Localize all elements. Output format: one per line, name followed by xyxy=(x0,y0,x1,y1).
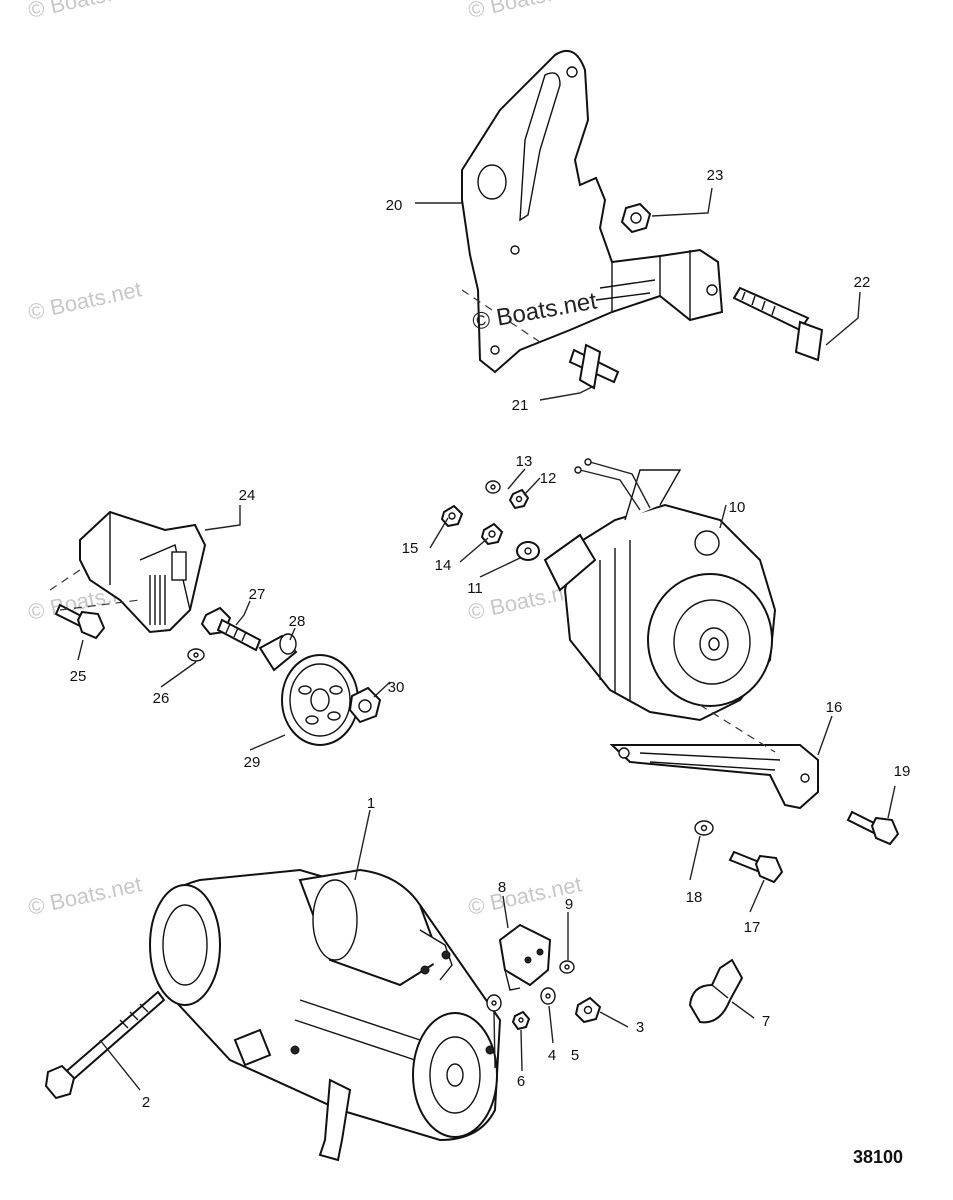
starter-bolt xyxy=(44,990,166,1100)
watermark: © Boats.net xyxy=(26,276,144,324)
leader-lines xyxy=(77,187,896,1091)
mounting-bracket xyxy=(461,50,724,374)
callout-5: 5 xyxy=(571,1047,579,1064)
callout-1: 1 xyxy=(367,795,375,812)
pulley-nut xyxy=(348,686,382,724)
terminal-boot xyxy=(688,958,744,1024)
callout-15: 15 xyxy=(402,540,419,557)
pulley-stud xyxy=(200,606,262,652)
washer xyxy=(694,820,714,836)
alternator xyxy=(543,458,777,722)
callout-29: 29 xyxy=(244,754,261,771)
callout-11: 11 xyxy=(467,580,483,597)
washer xyxy=(540,987,556,1005)
washer xyxy=(516,541,540,561)
callout-13: 13 xyxy=(516,453,533,470)
callout-12: 12 xyxy=(540,470,557,487)
washer xyxy=(485,480,501,494)
callout-16: 16 xyxy=(826,699,843,716)
nut xyxy=(508,488,530,510)
adjusting-strap xyxy=(609,744,819,810)
washer xyxy=(187,648,205,662)
stud xyxy=(568,343,620,390)
callout-22: 22 xyxy=(854,274,871,291)
bolt xyxy=(846,810,900,846)
bolt xyxy=(728,850,784,884)
callout-26: 26 xyxy=(153,690,170,707)
watermark: © Boats.net xyxy=(26,0,144,23)
nut xyxy=(574,996,602,1024)
callout-23: 23 xyxy=(707,167,724,184)
starter-motor xyxy=(149,868,502,1162)
terminal-bracket xyxy=(498,923,552,991)
callout-3: 3 xyxy=(636,1019,644,1036)
callout-27: 27 xyxy=(249,586,266,603)
callout-6: 6 xyxy=(517,1073,525,1090)
nut xyxy=(511,1010,531,1031)
bushing xyxy=(258,633,298,672)
callout-8: 8 xyxy=(498,879,506,896)
washer xyxy=(486,994,502,1012)
callout-4: 4 xyxy=(548,1047,556,1064)
callout-18: 18 xyxy=(686,889,703,906)
watermark: © Boats.net xyxy=(26,871,144,919)
callout-30: 30 xyxy=(388,679,405,696)
tensioner-bracket xyxy=(79,510,207,634)
bolt xyxy=(54,603,106,640)
nut xyxy=(620,202,652,234)
callout-19: 19 xyxy=(894,763,911,780)
document-number: 38100 xyxy=(853,1147,903,1167)
callout-labels: 1 2 3 4 5 6 7 8 9 10 11 12 13 14 15 16 1… xyxy=(70,167,911,1111)
callout-10: 10 xyxy=(729,499,746,516)
washer xyxy=(559,960,575,974)
callout-28: 28 xyxy=(289,613,306,630)
callout-21: 21 xyxy=(512,397,529,414)
callout-20: 20 xyxy=(386,197,403,214)
callout-14: 14 xyxy=(435,557,452,574)
idler-pulley xyxy=(281,654,359,746)
callout-9: 9 xyxy=(565,896,573,913)
watermark: © Boats.net xyxy=(466,0,584,23)
callout-7: 7 xyxy=(762,1013,770,1030)
callout-25: 25 xyxy=(70,668,87,685)
callout-2: 2 xyxy=(142,1094,150,1111)
bolt xyxy=(732,286,824,362)
callout-17: 17 xyxy=(744,919,761,936)
callout-24: 24 xyxy=(239,487,256,504)
